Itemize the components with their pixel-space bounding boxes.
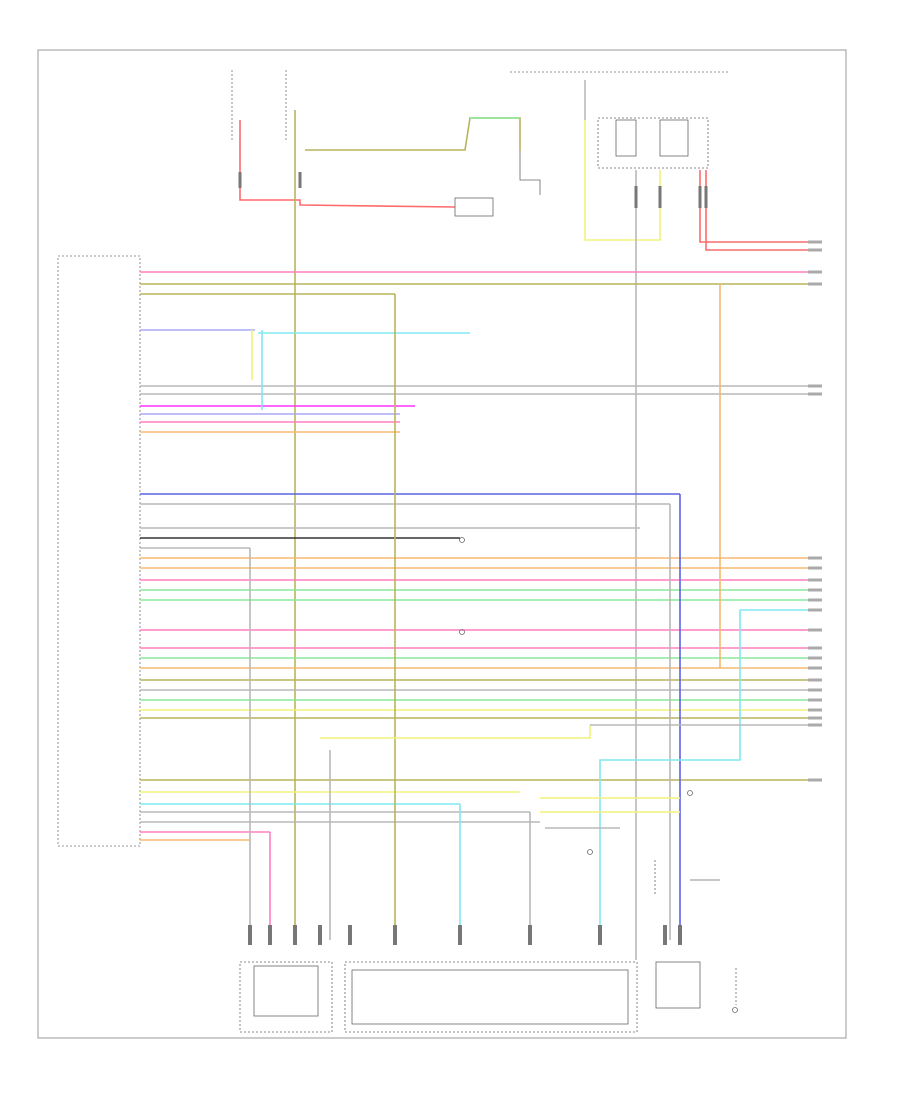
top-power-feeds bbox=[231, 70, 730, 140]
wire-cyan-loop bbox=[599, 610, 741, 940]
right-edge-markers bbox=[808, 240, 822, 782]
connector-terminal bbox=[248, 925, 252, 945]
connector-terminal bbox=[598, 925, 602, 945]
connector-terminal bbox=[238, 172, 242, 188]
ground-point-5 bbox=[732, 1007, 738, 1013]
connector-terminal bbox=[634, 186, 638, 208]
connector-terminal bbox=[458, 925, 462, 945]
ground-point-3 bbox=[587, 849, 593, 855]
connector-terminal bbox=[298, 172, 302, 188]
components bbox=[239, 117, 738, 1033]
connector-terminal bbox=[393, 925, 397, 945]
wire-yellow-relay bbox=[584, 120, 661, 241]
power-relay-box bbox=[597, 117, 709, 169]
pcm-connector-box bbox=[57, 255, 141, 847]
connector-terminal bbox=[293, 925, 297, 945]
wire-olive-top bbox=[305, 117, 521, 151]
transmission-solenoid-box bbox=[344, 961, 638, 1033]
pressure-switch bbox=[454, 197, 494, 217]
connector-terminal bbox=[348, 925, 352, 945]
connector-terminal bbox=[528, 925, 532, 945]
connector-terminals bbox=[238, 172, 708, 945]
wire-red-top bbox=[239, 120, 456, 208]
sensor-block-1 bbox=[239, 961, 333, 1033]
connector-terminal bbox=[678, 925, 682, 945]
connector-terminal bbox=[268, 925, 272, 945]
wire-red-relay-b bbox=[705, 170, 808, 251]
transmission-solenoid-pack bbox=[351, 969, 629, 1025]
wires bbox=[140, 110, 808, 960]
sensor-block-2 bbox=[253, 965, 319, 1017]
connector-terminal bbox=[698, 186, 702, 208]
relay-2 bbox=[659, 119, 689, 157]
relay-1 bbox=[615, 119, 637, 157]
connector-terminal bbox=[318, 925, 322, 945]
connector-terminal bbox=[663, 925, 667, 945]
ground-point-1 bbox=[459, 537, 465, 543]
connector-terminal bbox=[704, 186, 708, 208]
diagram-border bbox=[37, 49, 847, 1039]
ground-point-4 bbox=[687, 790, 693, 796]
ground-point-2 bbox=[459, 629, 465, 635]
clutch-coil bbox=[519, 150, 541, 195]
wire-red-relay-a bbox=[699, 170, 808, 243]
wire-yellow-mid bbox=[320, 725, 591, 739]
speed-sensor-box bbox=[655, 961, 701, 1009]
connector-terminal bbox=[658, 186, 662, 208]
